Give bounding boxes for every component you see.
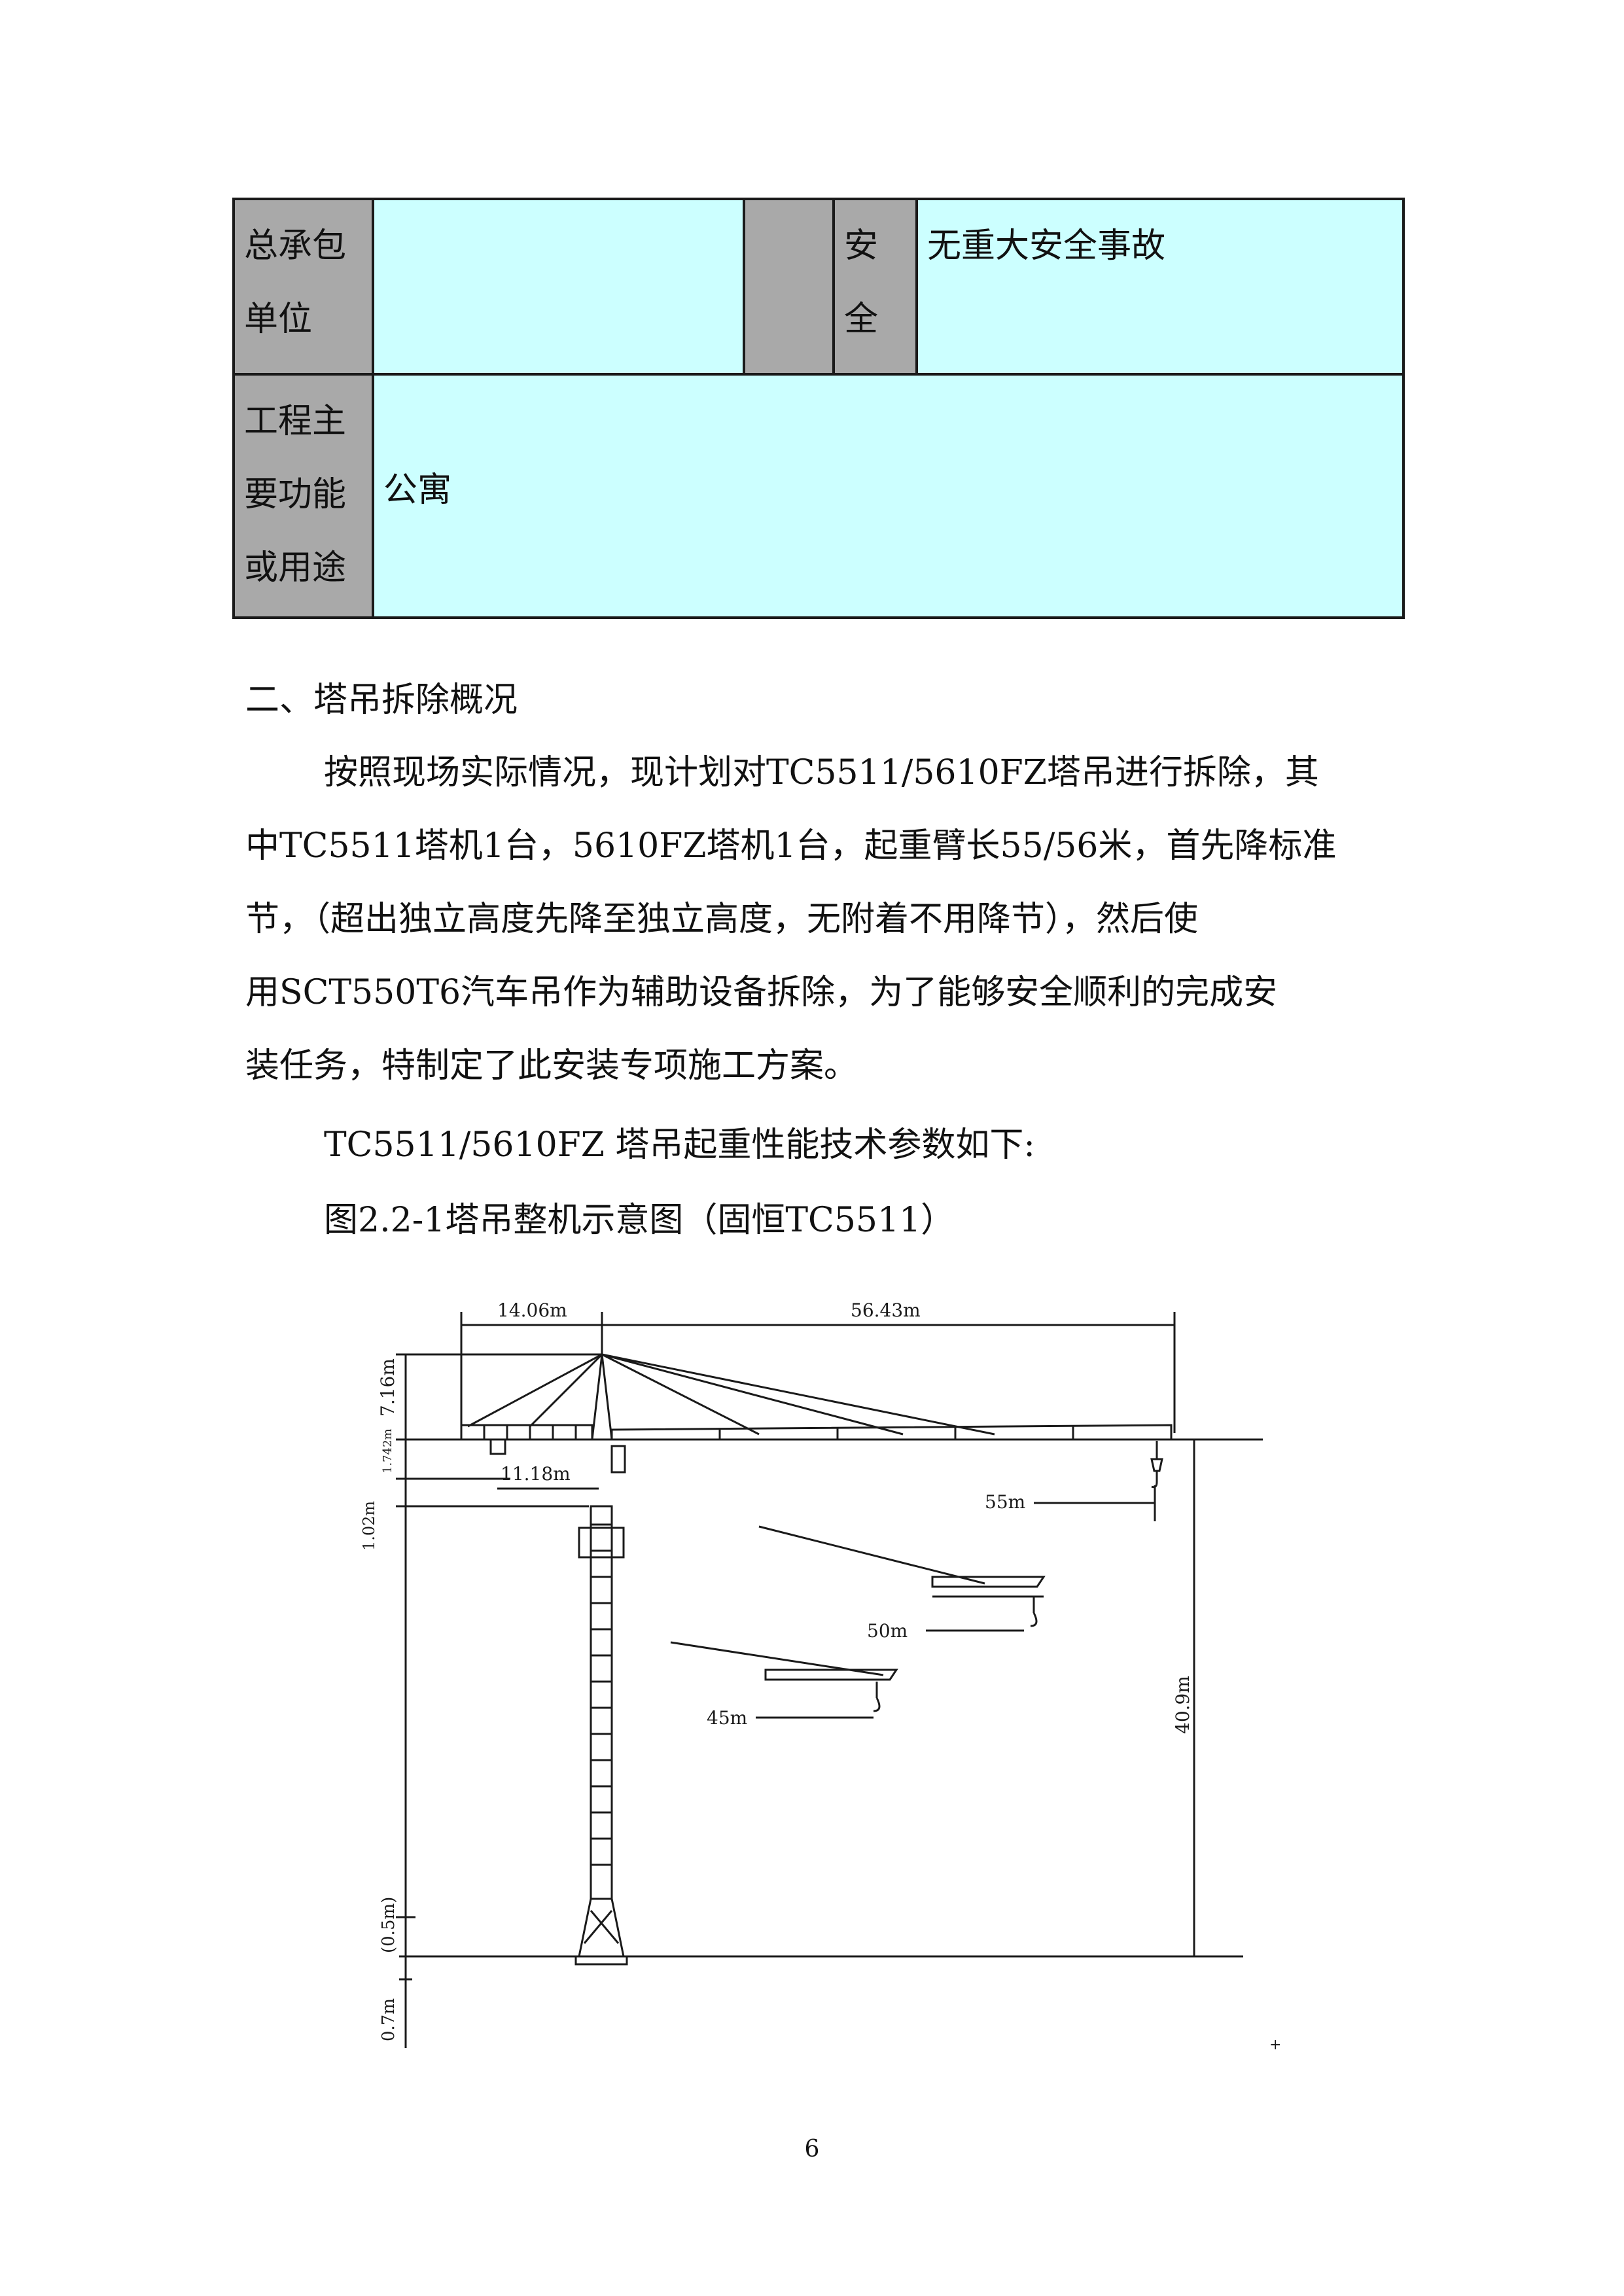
upper-height-dim: 1.02m [360,1501,378,1551]
hook-icon [873,1682,881,1712]
table-row: 工程主 要功能 或用途 公寓 [232,373,1405,619]
paragraph-line: 节，（超出独立高度先降至独立高度，无附着不用降节），然后使 [245,900,1199,939]
tie-bars [467,1353,995,1436]
climbing-frame [578,1527,625,1559]
main-function-value: 公寓 [383,470,452,510]
operator-cab [610,1445,626,1474]
height-dim: 40.9m [1172,1676,1193,1734]
jib-tip-50 [931,1576,1046,1588]
tower-head-dim: 7.16m [377,1358,398,1417]
tower-crane-diagram: 14.06m 56.43m 7.16m 1.742m 1.02m (0.5m) … [360,1299,1281,2053]
base-bracing [583,1910,620,1944]
table-row: 总承包 单位 安 全 无重大安全事故 [232,198,1405,376]
label-line: 要功能 [244,475,347,514]
label-cell-main-function: 工程主 要功能 或用途 [232,373,374,619]
blank-gray-cell [743,198,835,376]
value-cell-main-function: 公寓 [372,373,1405,619]
paragraph-line: 按照现场实际情况，现计划对TC5511/5610FZ塔吊进行拆除，其 [324,753,1319,792]
tower-base [578,1898,625,1958]
paragraph-line: 中TC5511塔机1台，5610FZ塔机1台，起重臂长55/56米，首先降标准 [245,826,1337,866]
project-info-table: 总承包 单位 安 全 无重大安全事故 工程主 要功能 或用途 公寓 [232,198,1405,619]
page-number: 6 [804,2136,820,2163]
jib-length-45: 45m [707,1707,747,1729]
counter-jib-dim: 14.06m [497,1299,567,1321]
section-heading: 二、塔吊拆除概况 [245,680,518,720]
jib-panels [718,1426,1074,1439]
jib-dim: 56.43m [851,1299,921,1321]
counter-jib [460,1424,593,1441]
safety-goal: 无重大安全事故 [927,226,1166,266]
label-line: 或用途 [244,548,347,588]
figure-caption: 图2.2-1塔吊整机示意图（固恒TC5511） [324,1201,955,1240]
label-line: 安 [844,226,879,266]
params-intro: TC5511/5610FZ 塔吊起重性能技术参数如下: [324,1125,1035,1165]
tower-mast [590,1505,613,1900]
label-cell-safety: 安 全 [832,198,918,376]
value-cell-general-contractor [372,198,745,376]
paragraph-line: 用SCT550T6汽车吊作为辅助设备拆除，为了能够安全顺利的完成安 [245,973,1278,1012]
base-gap-dim: (0.5m) [379,1897,398,1953]
jib-length-55: 55m [985,1491,1025,1513]
label-line: 总承包 [244,226,347,266]
hook-icon [1150,1441,1163,1489]
label-line: 全 [844,300,879,339]
cab-offset-dim: 11.18m [501,1463,571,1485]
small-height-dim: 1.742m [381,1428,395,1474]
counter-jib-panels [483,1425,577,1439]
body-paragraph: 按照现场实际情况，现计划对TC5511/5610FZ塔吊进行拆除，其 中TC55… [245,736,1387,1103]
jib-length-50: 50m [867,1620,908,1642]
label-line: 工程主 [244,402,347,441]
counterweight [489,1438,506,1455]
main-jib [610,1424,1173,1441]
tie-bar [529,1353,603,1428]
jib-tip-45 [764,1669,898,1681]
jib-sketch-50 [758,1525,985,1585]
value-cell-safety: 无重大安全事故 [915,198,1405,376]
paragraph-line: 装任务，特制定了此安装专项施工方案。 [245,1046,858,1086]
hook-icon [1030,1597,1038,1627]
tower-head [591,1354,613,1440]
label-line: 单位 [244,300,313,339]
foundation-dim: 0.7m [379,1998,398,2041]
foundation-block [574,1955,628,1966]
stray-mark: + [1269,2037,1281,2053]
mast-lattice [591,1523,612,1866]
label-cell-general-contractor: 总承包 单位 [232,198,374,376]
